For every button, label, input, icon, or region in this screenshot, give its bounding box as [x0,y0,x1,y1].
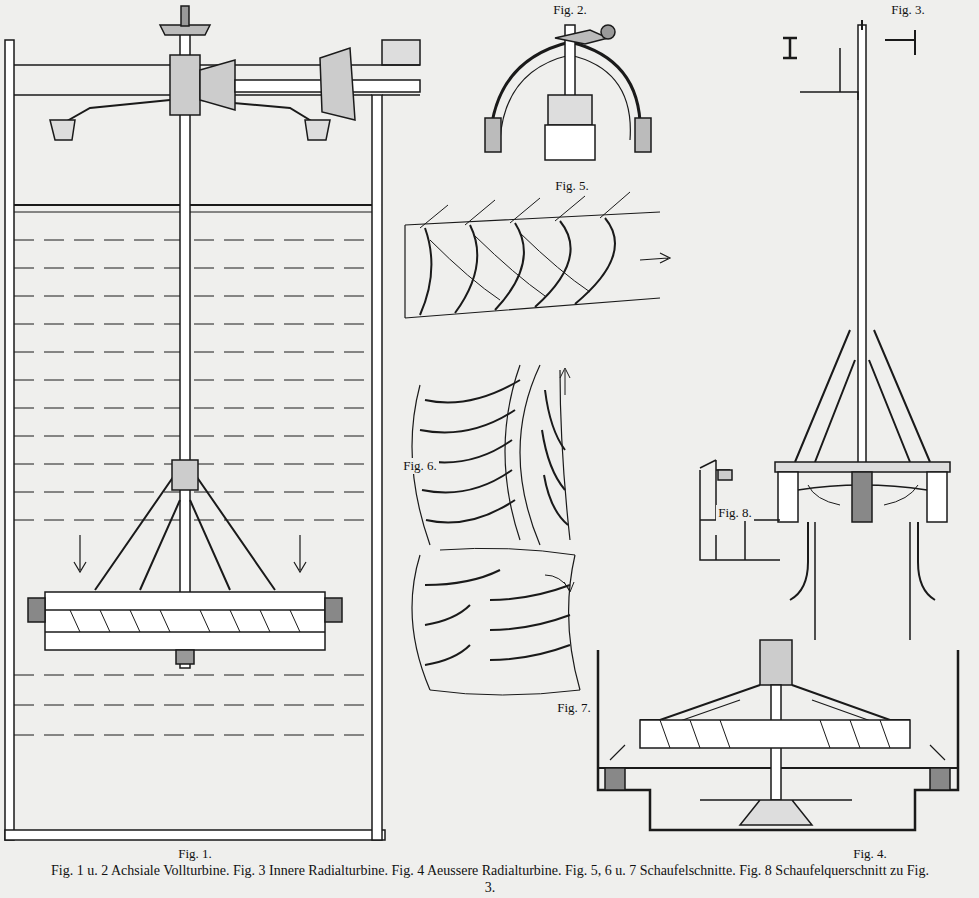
figure-label: Fig. 5. [553,178,591,194]
figure-label: Fig. 7. [555,700,593,716]
figure-label: Fig. 3. [889,2,927,18]
figure-label: Fig. 8. [716,505,754,521]
figure-label: Fig. 2. [551,2,589,18]
figure-label: Fig. 4. [851,846,889,862]
figure-label: Fig. 6. [401,458,439,474]
figure-caption: Fig. 1 u. 2 Achsiale Vollturbine. Fig. 3… [50,862,930,896]
figure-label: Fig. 1. [176,846,214,862]
